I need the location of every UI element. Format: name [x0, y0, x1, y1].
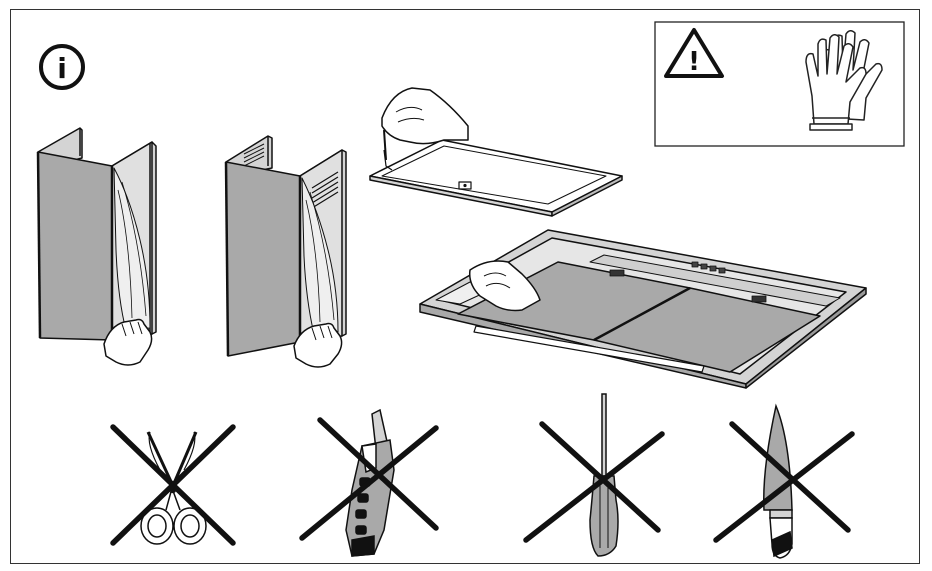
diagram-frame — [10, 9, 920, 564]
hood-body-peel-icon — [419, 229, 867, 389]
info-icon: i — [39, 44, 85, 90]
chimney-cover-peel-icon — [36, 127, 157, 366]
prohibited-utility-knife — [299, 408, 439, 557]
warning-triangle-icon: ! — [664, 28, 724, 78]
screwdriver-icon — [589, 393, 619, 557]
warning-glyph: ! — [688, 47, 700, 77]
prohibited-scissors — [110, 424, 236, 546]
scissors-icon — [140, 431, 207, 545]
protective-gloves-icon — [805, 30, 883, 131]
info-glyph: i — [57, 52, 67, 85]
cross-icon — [299, 417, 439, 541]
cross-icon — [713, 421, 855, 543]
glass-panel-peel-icon — [369, 87, 623, 217]
utility-knife-icon — [345, 408, 395, 557]
cross-icon — [523, 421, 665, 543]
prohibited-screwdriver — [523, 393, 665, 557]
prohibited-kitchen-knife — [713, 403, 855, 559]
cross-icon — [110, 424, 236, 546]
vented-chimney-cover-peel-icon — [224, 135, 347, 368]
safety-box: ! — [654, 21, 905, 147]
